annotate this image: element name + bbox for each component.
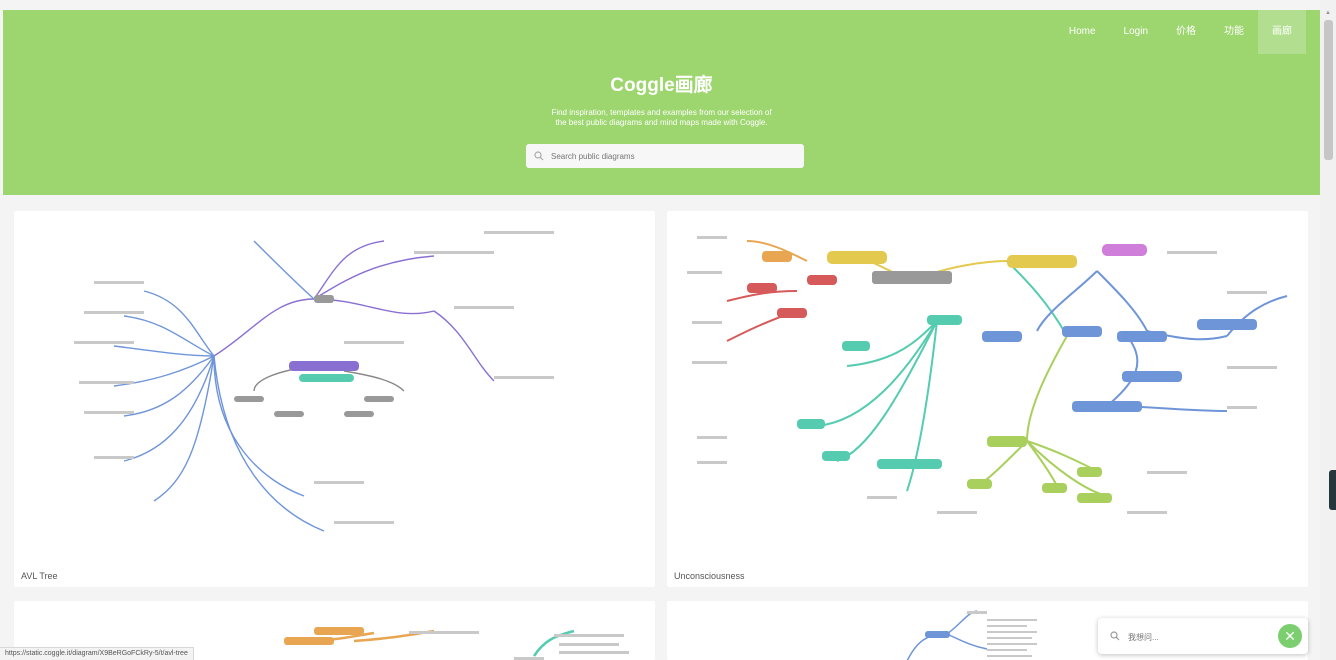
side-feedback-tab[interactable] [1329,470,1336,510]
mindmap-preview-unconsciousness [687,236,1288,514]
search-input[interactable] [549,150,804,162]
page-title: Coggle画廊 [610,75,713,96]
gallery-card-avl-tree[interactable]: AVL Tree [14,211,655,587]
nav-pricing[interactable]: 价格 [1176,26,1196,37]
search-icon [534,151,544,161]
scroll-up-arrow-icon[interactable]: ▲ [1325,10,1331,16]
nav-gallery[interactable]: 画廊 [1258,10,1306,54]
search-icon [1110,631,1120,641]
top-nav: Home Login 价格 功能 画廊 [1055,10,1306,54]
gallery-card-unconsciousness[interactable]: Unconsciousness [667,211,1308,587]
mindmap-preview-avl-tree [74,231,554,532]
card-title: Unconsciousness [674,571,745,581]
hero-banner: Home Login 价格 功能 画廊 Coggle画廊 Find inspir… [3,10,1320,195]
chat-input[interactable] [1126,627,1270,647]
search-box[interactable] [526,144,804,168]
close-icon[interactable]: ✕ [1278,624,1302,648]
page-scrollbar[interactable]: ▲ [1320,0,1336,660]
scroll-thumb[interactable] [1324,20,1333,160]
card-title: AVL Tree [21,571,58,581]
link-status-bar: https://static.coggle.it/diagram/X9BeRGo… [0,647,194,660]
subtitle-line-2: the best public diagrams and mind maps m… [555,118,768,127]
nav-login[interactable]: Login [1123,26,1148,37]
mindmap-preview-3 [284,627,629,660]
nav-features[interactable]: 功能 [1224,26,1244,37]
mindmap-preview-4 [906,610,1037,660]
chat-widget[interactable]: ✕ [1098,618,1308,654]
subtitle-line-1: Find inspiration, templates and examples… [551,108,772,117]
nav-home[interactable]: Home [1068,26,1096,37]
page-subtitle: Find inspiration, templates and examples… [3,108,1320,128]
